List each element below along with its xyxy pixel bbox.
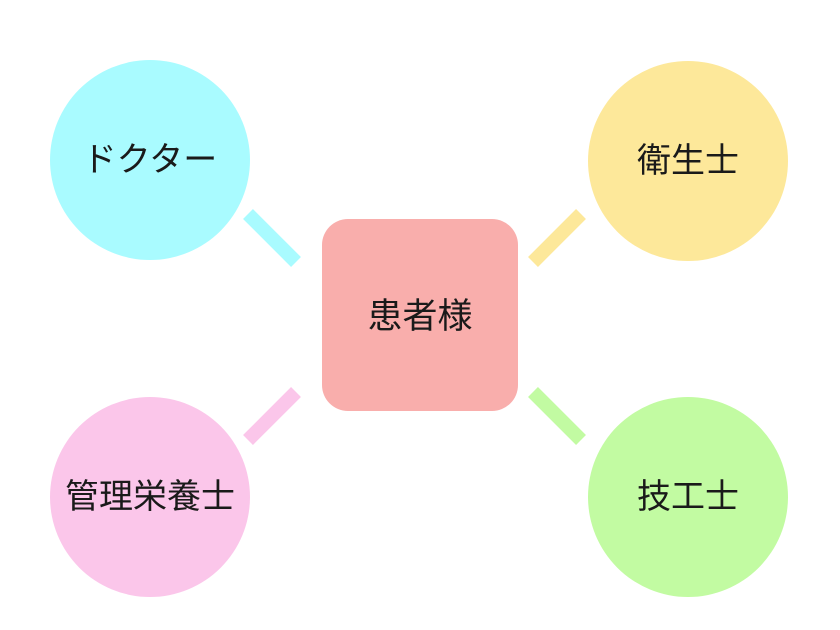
technician-circle: [588, 397, 788, 597]
dietitian-label: 管理栄養士: [65, 477, 235, 517]
connector-hygienist: [528, 209, 586, 267]
doctor-node: ドクター: [50, 60, 250, 260]
connector-technician: [528, 387, 586, 445]
doctor-label: ドクター: [83, 140, 218, 180]
center-node: 患者様: [322, 219, 518, 411]
connector-doctor: [243, 209, 301, 267]
technician-node: 技工士: [588, 397, 788, 597]
doctor-circle: [50, 60, 250, 260]
center-node-label: 患者様: [367, 297, 472, 337]
hygienist-label: 衛生士: [637, 141, 739, 181]
dietitian-node: 管理栄養士: [50, 397, 250, 597]
hygienist-circle: [588, 61, 788, 261]
hygienist-node: 衛生士: [588, 61, 788, 261]
center-node-box: [322, 219, 518, 411]
dietitian-circle: [50, 397, 250, 597]
connector-dietitian: [243, 387, 301, 445]
technician-label: 技工士: [637, 477, 739, 517]
